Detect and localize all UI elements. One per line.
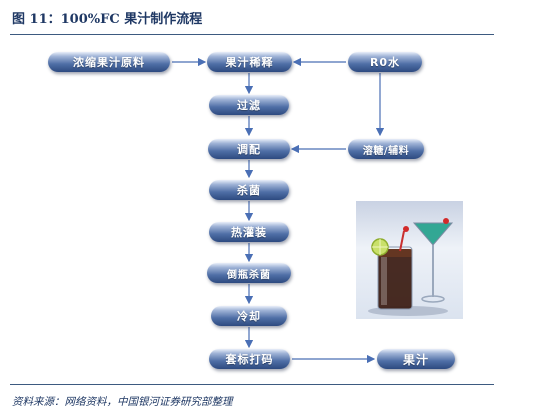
node-ro-water: R0水 [348,52,422,72]
node-sterilize: 杀菌 [209,180,289,200]
node-concentrate: 浓缩果汁原料 [48,52,170,72]
source-note: 资料来源：网络资料，中国银河证券研究部整理 [12,396,233,408]
node-filter: 过滤 [209,95,289,115]
top-divider [10,34,494,35]
node-cool: 冷却 [211,306,287,326]
node-blend: 调配 [208,139,290,159]
node-label: 套标打码 [209,349,290,369]
two-cocktail-glasses-icon [368,218,454,316]
node-sugar: 溶糖/辅料 [348,139,424,159]
cocktail-photo [356,201,463,319]
node-invert: 倒瓶杀菌 [207,263,291,283]
node-dilute: 果汁稀释 [207,52,292,72]
figure-title: 图 11：100%FC 果汁制作流程 [12,12,203,27]
bottom-divider [10,384,494,385]
node-juice: 果汁 [377,349,455,369]
node-hotfill: 热灌装 [209,222,289,242]
